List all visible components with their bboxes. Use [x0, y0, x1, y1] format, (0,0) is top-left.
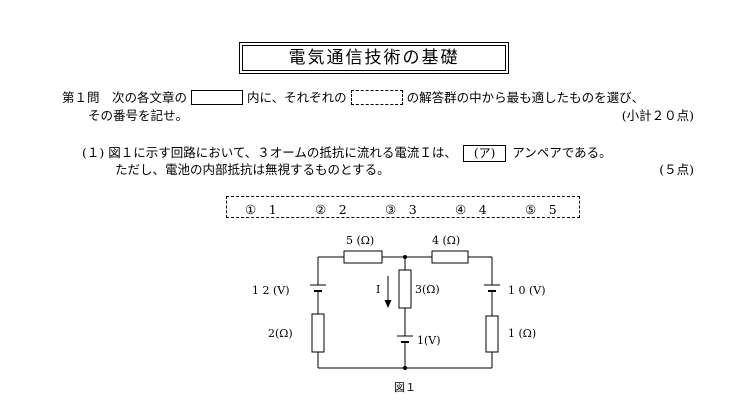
- subquestion-1-line-2: ただし、電池の内部抵抗は無視するものとする。: [115, 162, 390, 177]
- resistor-1-ohm: [485, 315, 499, 353]
- question-1-subtotal: (小計２０点): [621, 108, 694, 123]
- label-current: I: [376, 283, 380, 296]
- resistor-5-ohm: [343, 250, 383, 264]
- junction-bottom: [403, 366, 407, 370]
- subquestion-1-points: (５点): [659, 162, 694, 177]
- exam-title: 電気通信技術の基礎: [242, 45, 506, 71]
- subquestion-1-text-after: アンペアである。: [512, 145, 612, 160]
- label-r-middle: 3(Ω): [415, 283, 440, 296]
- subquestion-1-text-before: 図１に示す回路において、３オームの抵抗に流れる電流Ｉは、: [108, 145, 457, 160]
- choice-5: ⑤ 5: [525, 202, 557, 217]
- figure-caption: 図１: [394, 381, 416, 394]
- question-1-middle: 内に、それぞれの: [247, 90, 347, 105]
- current-arrow-icon: [384, 300, 392, 308]
- answer-choices-group: ① 1 ② 2 ③ 3 ④ 4 ⑤ 5: [226, 196, 580, 218]
- dashed-answer-group-example: [350, 90, 403, 105]
- label-r-right: 1 (Ω): [508, 327, 536, 340]
- label-r-left: 2(Ω): [268, 327, 293, 340]
- label-v-right: 1 0 (V): [508, 284, 546, 297]
- question-1-prefix: 第１問 次の各文章の: [62, 90, 188, 105]
- label-v-left: 1 2 (V): [252, 284, 290, 297]
- label-r-top-right: 4 (Ω): [432, 234, 460, 247]
- subquestion-1-line-1: (１) 図１に示す回路において、３オームの抵抗に流れる電流Ｉは、 (ア) アンペアで…: [82, 145, 612, 162]
- choice-3: ③ 3: [385, 202, 417, 217]
- resistor-2-ohm: [311, 313, 325, 353]
- subquestion-1-number: (１): [82, 145, 105, 160]
- label-v-middle: 1(V): [417, 334, 441, 347]
- resistor-3-ohm: [398, 269, 412, 309]
- question-1-line-2: その番号を記せ。: [88, 108, 189, 123]
- question-1-suffix: の解答群の中から最も適したものを選び、: [406, 90, 645, 105]
- answer-box-a: (ア): [462, 145, 507, 162]
- label-r-top-left: 5 (Ω): [346, 234, 374, 247]
- junction-top: [403, 255, 407, 259]
- resistor-4-ohm: [431, 250, 469, 264]
- choice-4: ④ 4: [455, 202, 487, 217]
- choice-1: ① 1: [245, 202, 277, 217]
- choice-2: ② 2: [315, 202, 347, 217]
- question-1-line-1: 第１問 次の各文章の 内に、それぞれの の解答群の中から最も適したものを選び、: [62, 90, 644, 106]
- solid-answer-box-example: [191, 90, 244, 105]
